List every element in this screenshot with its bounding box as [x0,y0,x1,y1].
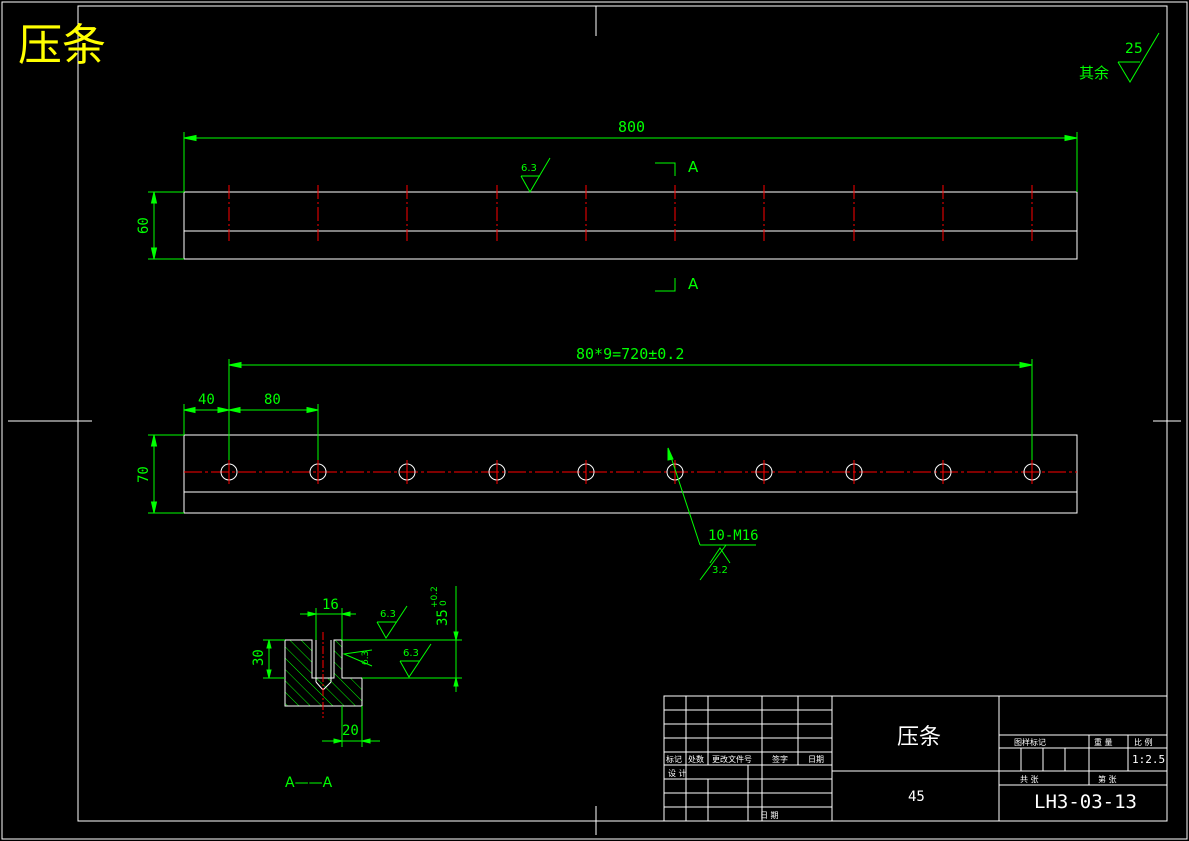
roughness-symbol-icon [1117,32,1160,83]
holes [220,460,1041,484]
part-title: 压条 [18,20,106,71]
dim-20-text: 20 [342,723,359,739]
tb-header-mark: 标记 [666,754,682,764]
tb-weight-label: 重 量 [1094,737,1113,747]
section-roughness-inner: 6.3 [361,651,371,665]
section-roughness-top: 6.3 [380,609,396,620]
front-view: 80*9=720±0.2 40 80 70 [136,345,1078,581]
title-block: 标记 处数 更改文件号 签字 日期 设 计 日 期 图样标记 重 量 比 例 共… [663,695,1168,822]
top-view: 800 60 6.3 A A [136,118,1078,293]
dim-top-height [148,191,184,260]
section-letter-lower: A [688,275,699,293]
dim-16-text: 16 [322,597,339,613]
dim-hole-pattern [228,359,1033,460]
dim-front-height [148,434,184,514]
section-roughness-side: 6.3 [403,648,419,659]
tb-part-name: 压条 [897,725,941,750]
tb-scale-value: 1:2.5 [1132,753,1165,766]
dim-800-text: 800 [618,118,645,136]
dim-35-tol-upper: +0.2 [430,586,440,608]
default-roughness-label: 其余 [1079,64,1109,82]
tb-sheet-total-label: 共 张 [1020,775,1039,784]
dim-40-text: 40 [198,392,215,408]
tb-header-count: 处数 [688,754,704,764]
hole-callout: 10-M16 [708,528,759,544]
tb-drawing-number: LH3-03-13 [1034,791,1137,813]
dim-70-text: 70 [136,466,152,483]
dim-35-text: 35 [435,609,451,626]
dim-35-tol-lower: 0 [439,600,449,606]
dim-80-text: 80 [264,392,281,408]
top-roughness-text: 6.3 [521,163,537,174]
dim-offset-pitch [183,404,319,460]
roughness-symbol-icon [520,157,551,194]
hole-roughness-text: 3.2 [712,565,728,576]
default-roughness-value: 25 [1125,41,1143,57]
dim-overall-length [183,132,1078,192]
top-view-centerlines [228,185,1033,241]
section-marker-top [655,162,676,292]
dim-60-text: 60 [136,217,152,234]
section-view: 16 30 20 35 +0.2 0 6.3 6.3 6.3 A——A [251,586,462,791]
tb-header-change: 更改文件号 [712,754,752,764]
tb-date-label: 日 期 [760,811,779,820]
tb-design-label: 设 计 [668,768,687,778]
tb-material: 45 [908,789,925,805]
tb-scale-label: 比 例 [1134,737,1153,747]
dim-30-text: 30 [251,649,267,666]
section-letter-upper: A [688,158,699,176]
tb-header-date: 日期 [808,755,824,764]
dim-pattern-text: 80*9=720±0.2 [576,345,684,363]
tb-stage-label: 图样标记 [1014,737,1046,747]
tb-header-sign: 签字 [772,754,788,764]
section-label: A——A [285,775,333,791]
default-roughness: 其余 25 [1079,32,1160,83]
hole-leader [667,447,756,581]
roughness-symbol-icon [342,605,432,678]
tb-sheet-label: 第 张 [1098,774,1117,784]
